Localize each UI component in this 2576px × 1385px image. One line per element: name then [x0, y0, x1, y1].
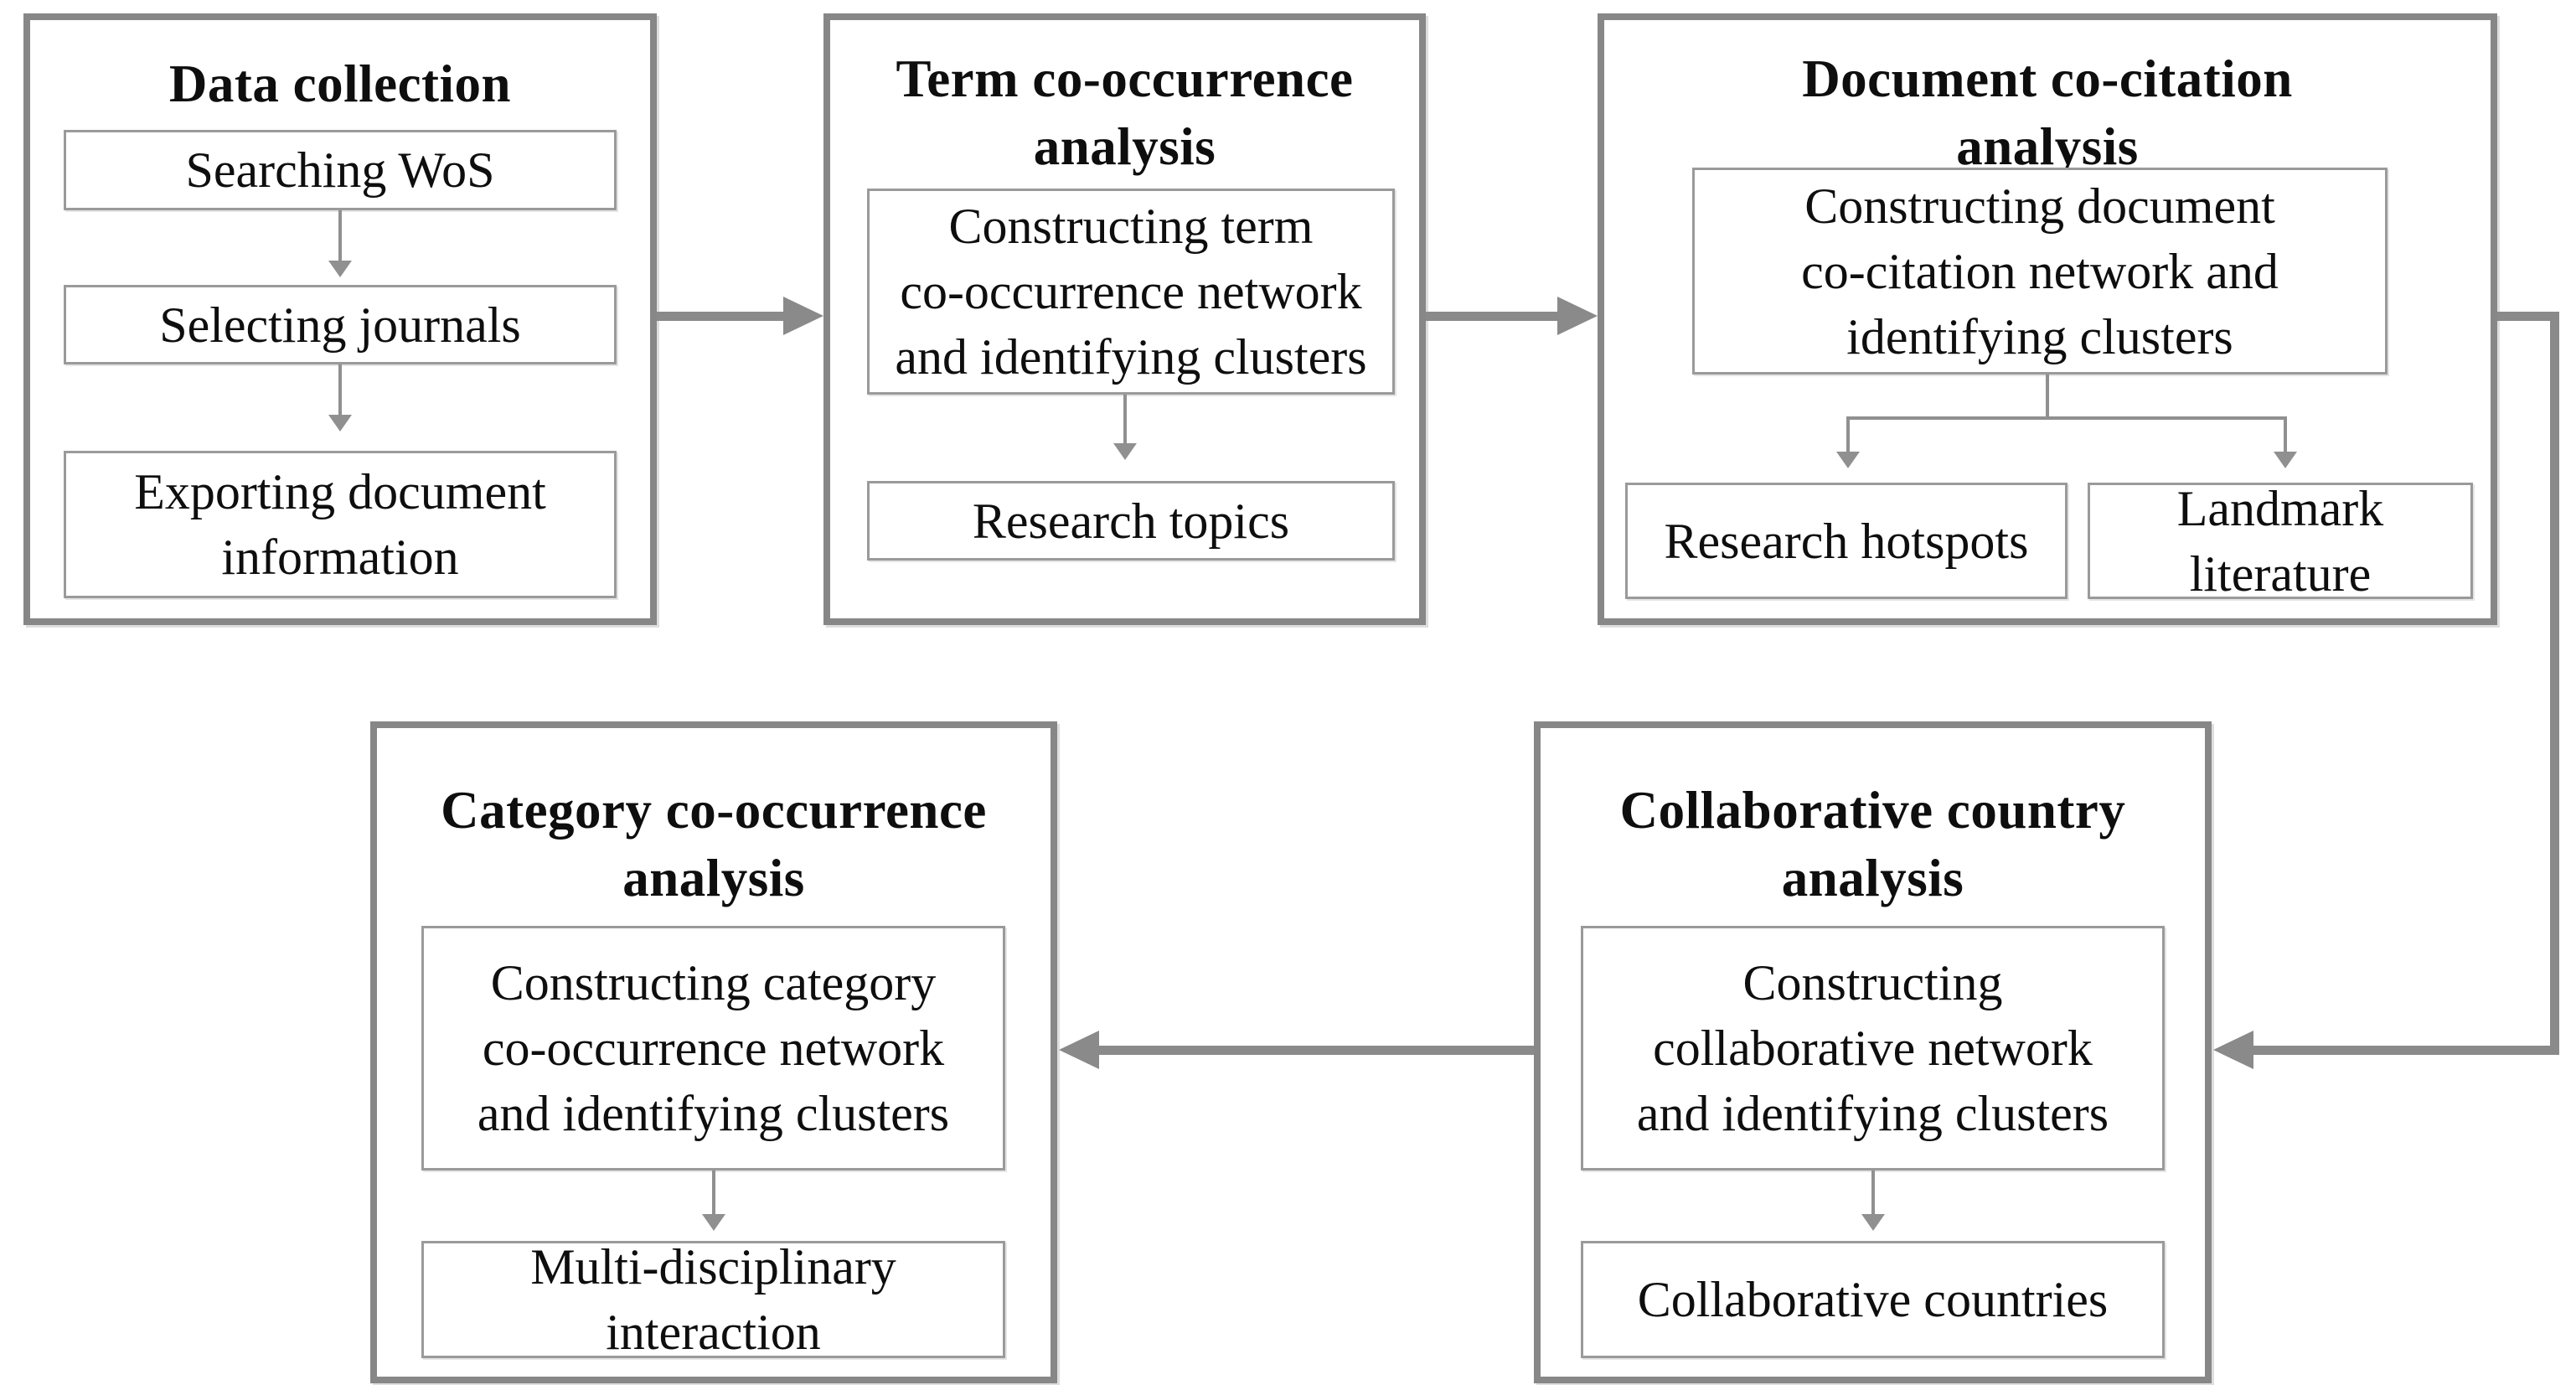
- arrow-line: [712, 1171, 715, 1214]
- panel-title-document-co-citation: Document co-citation analysis: [1802, 49, 2293, 176]
- arrow-right-icon: [783, 297, 823, 335]
- step-box-research-hotspots: Research hotspots: [1625, 483, 2068, 599]
- arrow-line: [1871, 1171, 1875, 1214]
- arrow-left-icon: [2213, 1031, 2253, 1069]
- arrow-down-icon: [1113, 443, 1137, 460]
- panel-document-co-citation: Document co-citation analysis Constructi…: [1598, 13, 2497, 625]
- step-box-selecting-journals: Selecting journals: [64, 285, 617, 364]
- arrow-down-icon: [328, 415, 352, 432]
- arrow-down-icon: [328, 261, 352, 277]
- branch-line: [2284, 416, 2287, 452]
- connector-line: [657, 312, 785, 321]
- panel-title-collaborative-country: Collaborative country analysis: [1619, 781, 2126, 907]
- panel-title-category-co-occurrence: Category co-occurrence analysis: [441, 781, 987, 907]
- connector-line: [1097, 1046, 1534, 1055]
- arrow-down-icon: [702, 1214, 725, 1231]
- connector-line: [2252, 1046, 2559, 1055]
- step-box-collaborative-countries: Collaborative countries: [1581, 1241, 2165, 1358]
- step-box-constructing-collaborative-network: Constructing collaborative network and i…: [1581, 926, 2165, 1171]
- step-box-constructing-category-network: Constructing category co-occurrence netw…: [421, 926, 1005, 1171]
- arrow-down-icon: [2274, 452, 2297, 468]
- panel-term-co-occurrence: Term co-occurrence analysis Constructing…: [823, 13, 1426, 625]
- panel-title-data-collection: Data collection: [168, 54, 512, 113]
- branch-line: [1846, 416, 2287, 420]
- arrow-line: [338, 364, 342, 415]
- panel-category-co-occurrence: Category co-occurrence analysis Construc…: [370, 721, 1057, 1383]
- connector-line: [2550, 312, 2559, 1055]
- panel-data-collection: Data collection Searching WoS Selecting …: [23, 13, 657, 625]
- panel-title-term-co-occurrence: Term co-occurrence analysis: [896, 49, 1354, 176]
- step-box-searching-wos: Searching WoS: [64, 130, 617, 210]
- arrow-right-icon: [1557, 297, 1598, 335]
- step-box-constructing-term-network: Constructing term co-occurrence network …: [867, 189, 1395, 395]
- arrow-left-icon: [1059, 1031, 1099, 1069]
- connector-line: [2497, 312, 2559, 321]
- arrow-down-icon: [1861, 1214, 1885, 1231]
- arrow-line: [338, 210, 342, 261]
- arrow-line: [1123, 395, 1127, 443]
- arrow-down-icon: [1836, 452, 1860, 468]
- panel-collaborative-country: Collaborative country analysis Construct…: [1534, 721, 2212, 1383]
- step-box-multi-disciplinary-interaction: Multi-disciplinary interaction: [421, 1239, 1005, 1360]
- connector-line: [1426, 312, 1560, 321]
- branch-line: [1846, 416, 1850, 452]
- step-box-constructing-cocitation-network: Constructing document co-citation networ…: [1692, 168, 2388, 375]
- step-box-landmark-literature: Landmark literature: [2088, 481, 2473, 602]
- step-box-exporting-document-information: Exporting document information: [64, 451, 617, 598]
- step-box-research-topics: Research topics: [867, 481, 1395, 561]
- branch-line: [2046, 375, 2049, 418]
